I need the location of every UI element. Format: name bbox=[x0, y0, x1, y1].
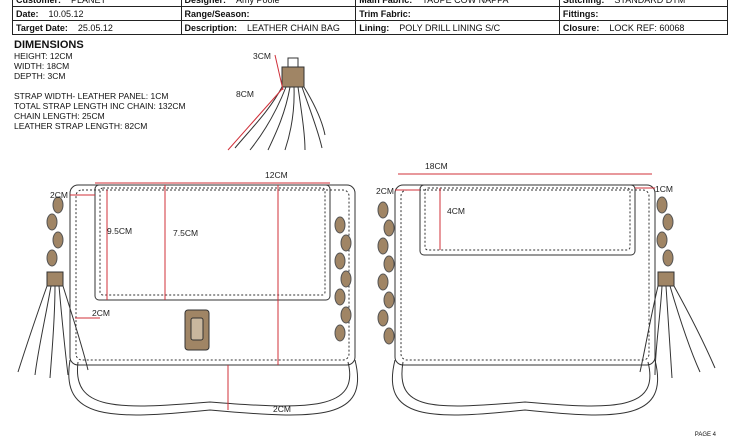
field-value: POLY DRILL LINING S/C bbox=[399, 22, 501, 33]
tassel-cap-label: 3CM bbox=[253, 51, 271, 61]
front-bottom-label: 2CM bbox=[92, 308, 110, 318]
field-value: Amy Poole bbox=[236, 0, 280, 5]
field-value: LOCK REF: 60068 bbox=[609, 22, 685, 33]
dim-depth: DEPTH: 3CM bbox=[14, 71, 66, 81]
field-value: 10.05.12 bbox=[48, 8, 84, 19]
field-label: Trim Fabric: bbox=[359, 8, 411, 19]
leather-strap-length: LEATHER STRAP LENGTH: 82CM bbox=[14, 121, 148, 131]
field-value: PLANET bbox=[71, 0, 106, 5]
header-cell: Closure: LOCK REF: 60068 bbox=[558, 20, 729, 35]
front-view-drawing bbox=[17, 184, 359, 416]
tassel-length-label: 8CM bbox=[236, 89, 254, 99]
measure-line bbox=[274, 54, 284, 91]
strap-label: 2CM bbox=[273, 404, 291, 414]
header-cell: Target Date: 25.05.12 bbox=[12, 20, 182, 35]
dimensions-block: DIMENSIONS HEIGHT: 12CM WIDTH: 18CM DEPT… bbox=[14, 39, 186, 132]
header-cell: Lining: POLY DRILL LINING S/C bbox=[355, 20, 560, 35]
field-label: Fittings: bbox=[562, 8, 599, 19]
dimensions-title: DIMENSIONS bbox=[14, 39, 84, 51]
measure-line bbox=[227, 87, 284, 151]
field-label: Date: bbox=[16, 8, 39, 19]
field-value: TAUPE COW NAPPA bbox=[422, 0, 508, 5]
back-right-label: 1CM bbox=[655, 184, 673, 194]
field-label: Target Date: bbox=[16, 22, 68, 33]
front-width-label: 12CM bbox=[265, 170, 288, 180]
header-row: Target Date: 25.05.12 Description: LEATHER … bbox=[12, 20, 729, 35]
field-label: Main Fabric: bbox=[359, 0, 412, 5]
dim-width: WIDTH: 18CM bbox=[14, 61, 70, 71]
field-label: Designer: bbox=[185, 0, 227, 5]
chain-length: CHAIN LENGTH: 25CM bbox=[14, 111, 105, 121]
back-flap-label: 4CM bbox=[447, 206, 465, 216]
field-label: Range/Season: bbox=[184, 8, 250, 19]
page-number: PAGE 4 bbox=[694, 432, 716, 438]
back-view-drawing bbox=[377, 184, 716, 416]
strap-width: STRAP WIDTH- LEATHER PANEL: 1CM bbox=[14, 91, 169, 101]
measure-lines bbox=[70, 173, 655, 410]
tassel-detail-drawing bbox=[234, 57, 326, 151]
spec-header-table: Customer: PLANET Designer: Amy Poole Main Fa… bbox=[12, 0, 729, 35]
back-left-label: 2CM bbox=[376, 186, 394, 196]
field-value: LEATHER CHAIN BAG bbox=[247, 22, 340, 33]
front-h2-label: 7.5CM bbox=[173, 228, 198, 238]
field-label: Description: bbox=[184, 22, 238, 33]
dim-height: HEIGHT: 12CM bbox=[14, 51, 73, 61]
field-label: Stitching: bbox=[563, 0, 605, 5]
field-value: 25.05.12 bbox=[77, 22, 113, 33]
field-label: Customer: bbox=[16, 0, 61, 5]
back-width-label: 18CM bbox=[425, 161, 448, 171]
strap-total-length: TOTAL STRAP LENGTH INC CHAIN: 132CM bbox=[14, 101, 186, 111]
front-side-label: 2CM bbox=[50, 190, 68, 200]
front-h1-label: 9.5CM bbox=[107, 226, 132, 236]
field-label: Closure: bbox=[562, 22, 600, 33]
field-label: Lining: bbox=[359, 22, 390, 33]
field-value: STANDARD DTM bbox=[614, 0, 685, 5]
header-cell: Description: LEATHER CHAIN BAG bbox=[180, 20, 357, 35]
